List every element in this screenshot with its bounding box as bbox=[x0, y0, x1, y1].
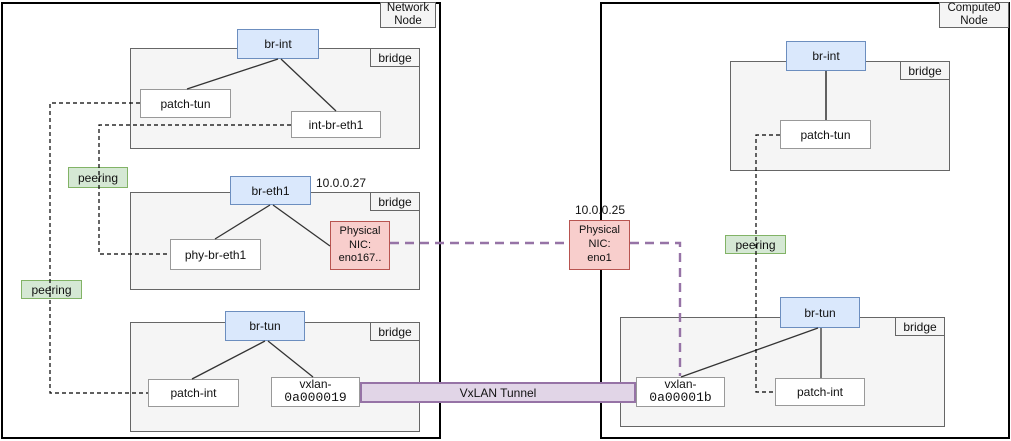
left-peering-bottom-label: peering bbox=[21, 280, 82, 299]
compute0-node-title: Compute0 Node bbox=[939, 2, 1009, 28]
right-peering-label: peering bbox=[725, 235, 786, 254]
left-port-vxlan-0a000019: vxlan- 0a000019 bbox=[271, 377, 360, 407]
left-vxlan-id: 0a000019 bbox=[284, 390, 347, 406]
network-node-rect bbox=[1, 2, 441, 439]
left-br-tun-name-box: br-tun bbox=[225, 311, 305, 341]
left-br-eth1-name-box: br-eth1 bbox=[230, 176, 311, 205]
left-br-eth1-ip-label: 10.0.0.27 bbox=[315, 176, 367, 190]
left-port-patch-tun: patch-tun bbox=[140, 89, 231, 118]
right-port-patch-tun: patch-tun bbox=[780, 120, 871, 149]
right-port-patch-int: patch-int bbox=[775, 378, 865, 406]
left-br-int-name-box: br-int bbox=[237, 29, 319, 59]
left-port-phy-br-eth1: phy-br-eth1 bbox=[170, 239, 261, 270]
left-physical-nic-box: Physical NIC: eno167.. bbox=[330, 221, 390, 270]
left-port-patch-int: patch-int bbox=[148, 379, 239, 407]
right-br-tun-name-box: br-tun bbox=[780, 297, 860, 328]
right-br-int-bridge-badge: bridge bbox=[900, 61, 950, 80]
right-vxlan-prefix: vxlan- bbox=[664, 376, 697, 391]
left-br-int-bridge-badge: bridge bbox=[370, 48, 420, 67]
physical-nic-eno1-name: eno1 bbox=[587, 251, 612, 264]
left-br-tun-bridge-badge: bridge bbox=[370, 322, 420, 341]
left-peering-top-label: peering bbox=[68, 167, 128, 188]
left-port-int-br-eth1: int-br-eth1 bbox=[291, 111, 381, 138]
left-br-eth1-bridge-badge: bridge bbox=[370, 192, 420, 211]
right-br-int-name-box: br-int bbox=[786, 41, 866, 71]
left-vxlan-prefix: vxlan- bbox=[299, 376, 332, 391]
physical-nic-eno1-label: Physical NIC: bbox=[579, 224, 620, 251]
physical-nic-eno1-box: Physical NIC: eno1 bbox=[569, 220, 630, 270]
left-physical-nic-label: Physical NIC: bbox=[339, 224, 381, 251]
right-br-tun-bridge-badge: bridge bbox=[895, 317, 945, 336]
network-node-title: Network Node bbox=[380, 2, 436, 28]
left-physical-nic-name: eno167.. bbox=[338, 252, 382, 265]
vxlan-tunnel-band: VxLAN Tunnel bbox=[360, 382, 636, 403]
right-port-vxlan-0a00001b: vxlan- 0a00001b bbox=[636, 377, 725, 407]
physical-nic-ip-label: 10.0.0.25 bbox=[574, 203, 626, 217]
right-vxlan-id: 0a00001b bbox=[649, 390, 712, 406]
